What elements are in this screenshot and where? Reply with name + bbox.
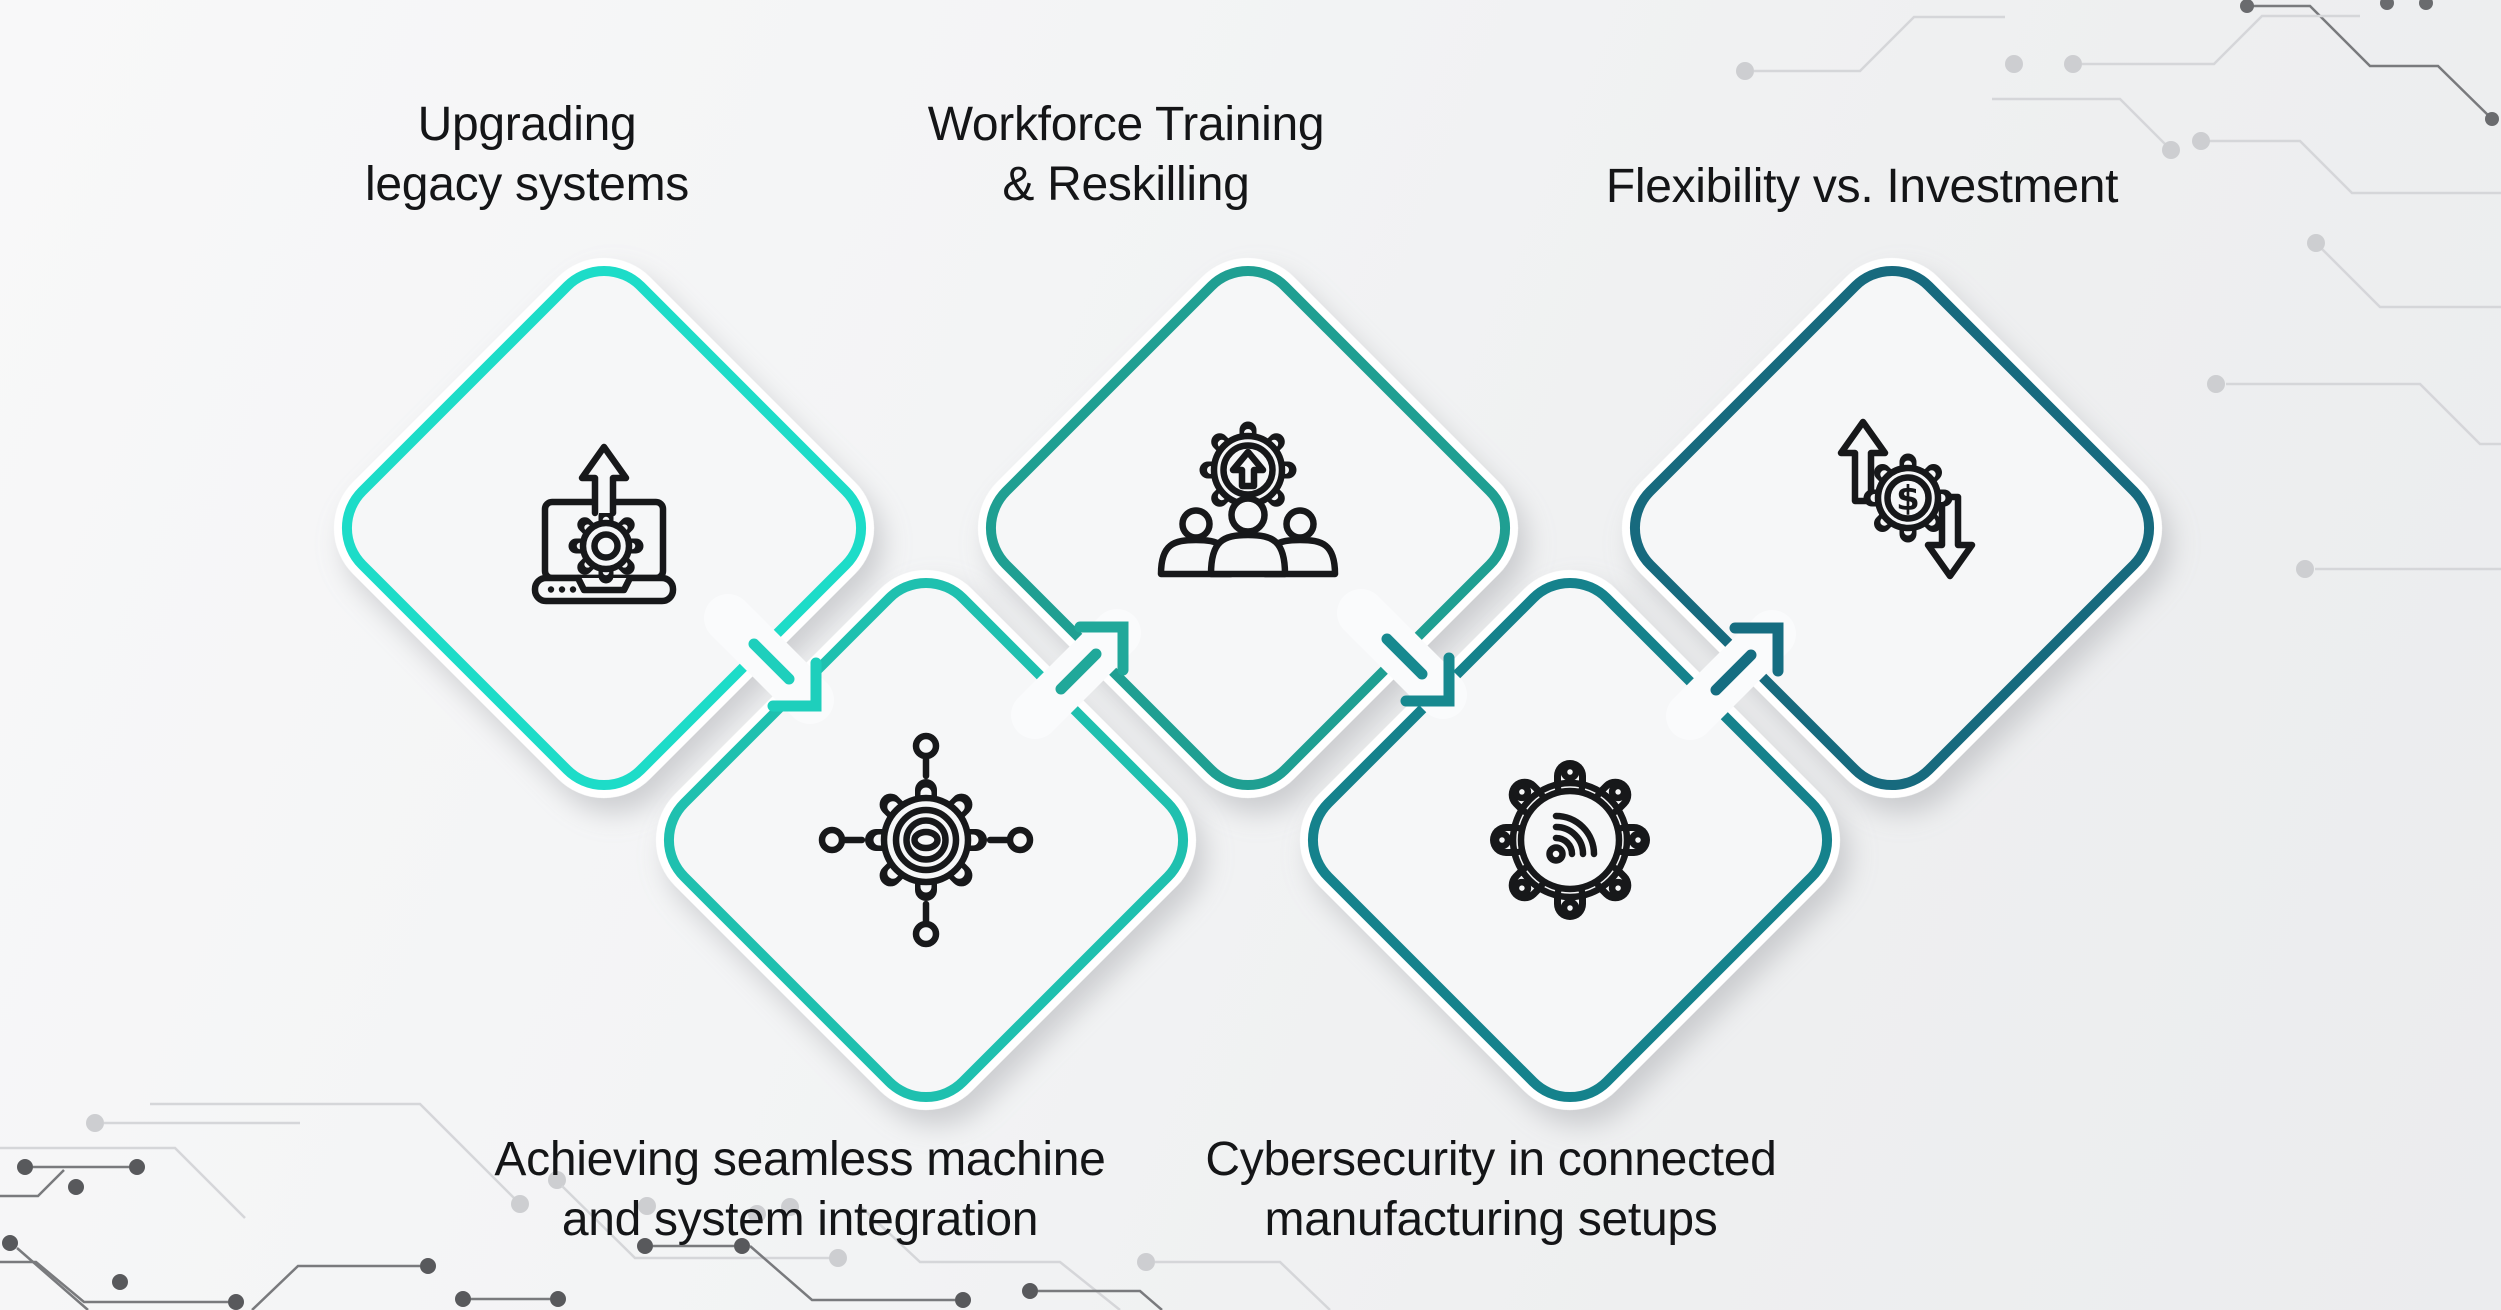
dollar-icon: $ [1896,479,1920,519]
gear-wifi-connected-icon [1490,760,1650,920]
step-2-label-line-2: and system integration [561,1193,1039,1246]
connector-arrow-1 [704,594,834,724]
connector-nodes-icon [838,752,1014,928]
arrow-up-right-icon [1710,649,1757,696]
laptop-notch [574,574,634,594]
step-4-label-line-2: manufacturing setups [1264,1193,1718,1246]
step-2-label: Achieving seamless machine and system in… [420,1130,1180,1250]
step-1-label-line-2: legacy systems [365,158,689,211]
connector-arrow-4 [1666,610,1796,740]
connector-arrow-3 [1337,589,1467,719]
step-5-label-line-1: Flexibility vs. Investment [1605,160,2119,213]
connector-arrow-2 [1011,609,1141,739]
step-5-label: Flexibility vs. Investment [1482,157,2242,217]
step-4-label-line-1: Cybersecurity in connected [1205,1133,1777,1186]
step-3-label-line-2: & Reskilling [1002,158,1250,211]
step-1-label: Upgrading legacy systems [147,95,907,215]
step-3-label: Workforce Training & Reskilling [746,95,1506,215]
laptop-gear-upgrade-icon [531,443,677,605]
wifi-icon [1546,812,1598,864]
gear-network-integration-icon [818,732,1034,948]
arrow-down-right-icon [1381,633,1428,680]
arrow-up-right-icon [1055,648,1102,695]
gear-icon: $ [1863,453,1953,543]
step-4-label: Cybersecurity in connected manufacturing… [1111,1130,1871,1250]
gear-tooth-dots [1492,762,1648,918]
circuit-decoration-top-right [1736,0,2501,578]
gear-icon [568,508,644,584]
gear-people-training-icon [1157,421,1339,578]
up-arrow-icon [1229,448,1267,490]
gear-icon [865,779,987,901]
step-3-label-line-1: Workforce Training [927,98,1325,151]
arrow-down-right-icon [748,638,795,685]
up-arrow-icon [578,443,630,517]
people-icon [1157,495,1339,578]
gear-dollar-arrows-icon: $ [1837,418,1976,580]
circuit-decoration-bottom-left [0,1102,1331,1310]
step-1-label-line-1: Upgrading [417,98,637,151]
step-2-label-line-1: Achieving seamless machine [494,1133,1106,1186]
